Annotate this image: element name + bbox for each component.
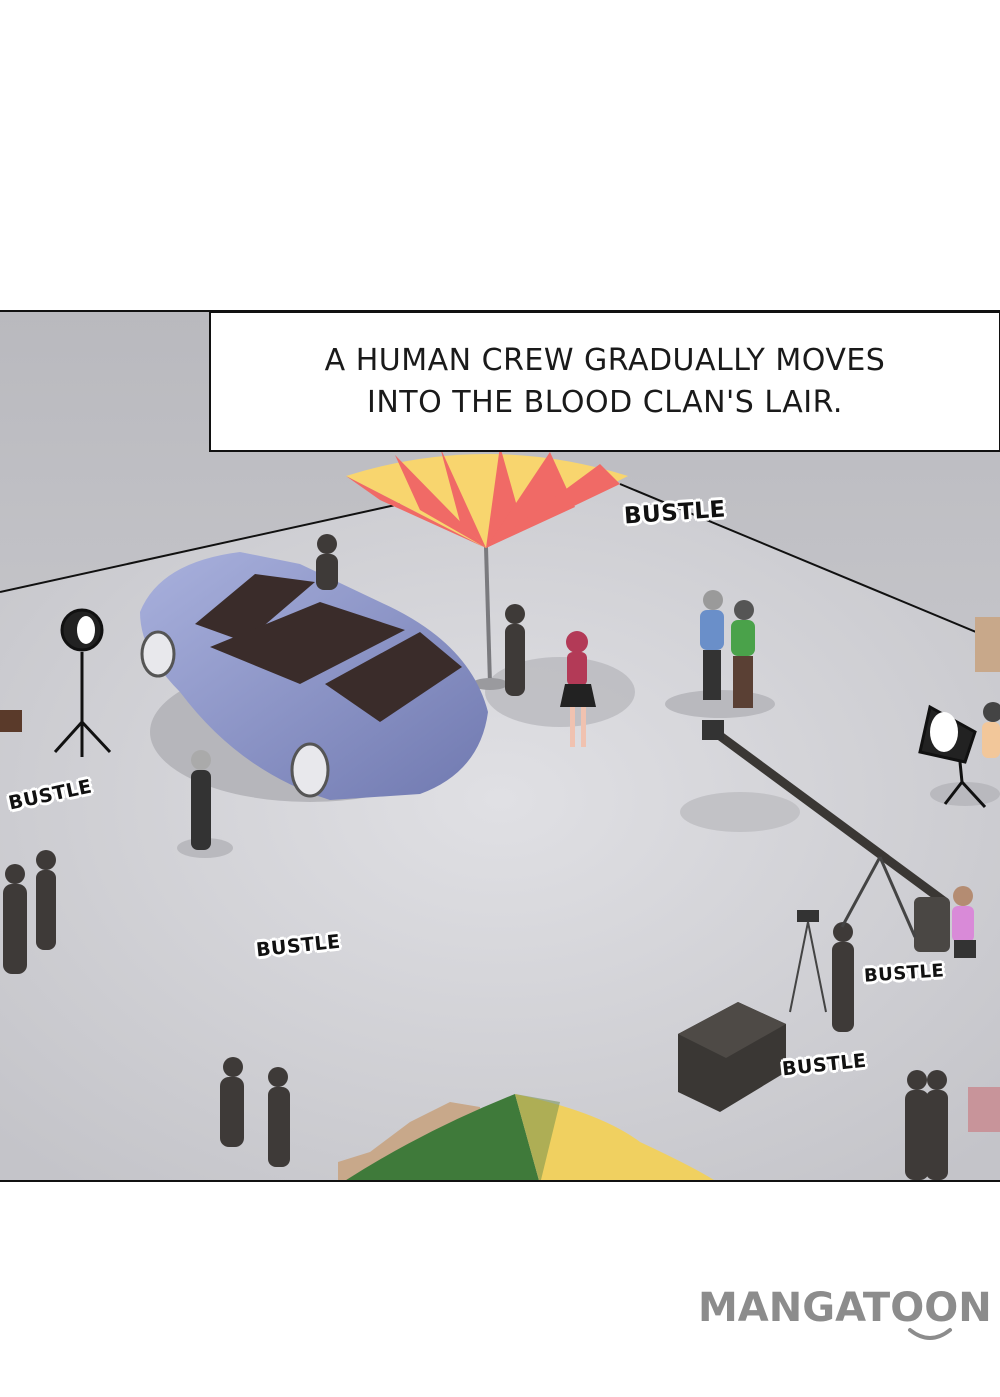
watermark-text: MANGATOON — [698, 1285, 992, 1331]
caption-line-2: INTO THE BLOOD CLAN'S LAIR. — [367, 384, 843, 420]
smile-icon — [908, 1328, 952, 1340]
mangatoon-watermark: MANGATOON — [698, 1284, 1000, 1344]
control-console — [678, 1002, 786, 1112]
crate-right — [975, 617, 1000, 672]
caption-line-1: A HUMAN CREW GRADUALLY MOVES — [324, 342, 886, 378]
characters — [191, 590, 1000, 958]
crew-silhouettes — [3, 534, 948, 1180]
crate-bottom-right — [968, 1087, 1000, 1132]
narration-caption-box: A HUMAN CREW GRADUALLY MOVES INTO THE BL… — [209, 311, 1000, 452]
camera-crane — [702, 720, 950, 1013]
scene-illustration — [0, 312, 1000, 1180]
striped-umbrella — [346, 446, 628, 690]
tent — [346, 1094, 714, 1180]
table-left — [0, 710, 22, 732]
spotlight-left — [53, 608, 112, 757]
comic-panel — [0, 310, 1000, 1182]
spotlight-right — [918, 704, 987, 809]
crates-bottom — [338, 1102, 480, 1180]
sedan-car — [140, 552, 488, 802]
